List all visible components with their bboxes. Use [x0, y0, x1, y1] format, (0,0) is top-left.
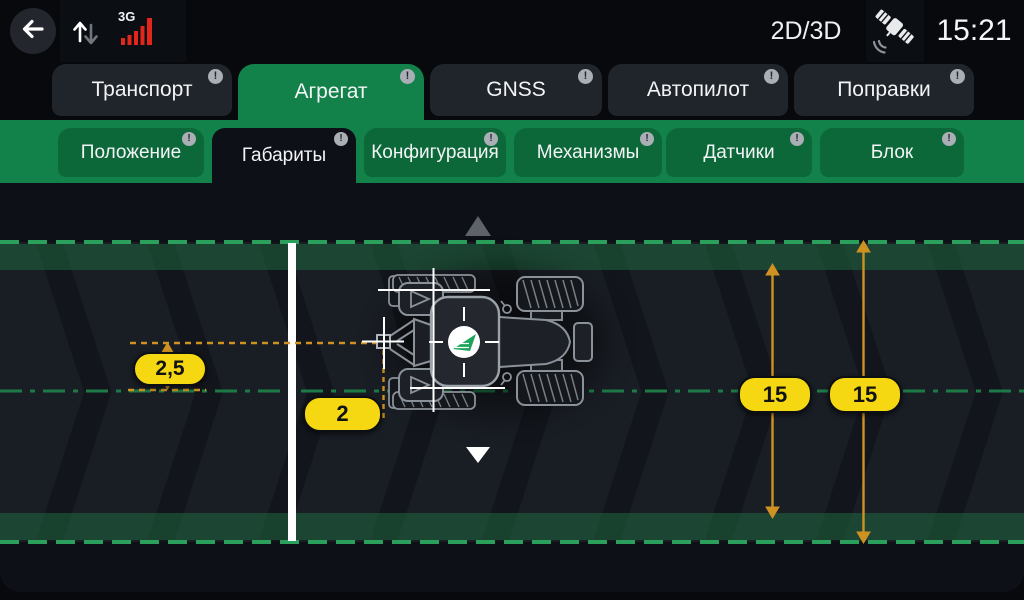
warning-badge-icon: !: [334, 132, 348, 146]
warning-badge-icon: !: [400, 69, 415, 84]
subtab-label: Датчики: [703, 141, 775, 163]
back-arrow-icon: [16, 12, 50, 51]
warning-badge-icon: !: [578, 69, 593, 84]
subtab-position[interactable]: Положение !: [58, 128, 204, 177]
warning-badge-icon: !: [790, 132, 804, 146]
tab-transport[interactable]: Транспорт !: [52, 64, 232, 116]
tab-label: Автопилот: [646, 78, 750, 101]
warning-badge-icon: !: [182, 132, 196, 146]
implement-reference-line: [288, 243, 296, 541]
signal-bars-icon: [121, 18, 155, 50]
warning-badge-icon: !: [640, 132, 654, 146]
subtab-label: Конфигурация: [371, 141, 499, 163]
subtab-dimensions[interactable]: Габариты !: [212, 128, 356, 183]
tab-label: Транспорт: [91, 78, 193, 101]
tab-label: GNSS: [486, 78, 546, 101]
subtab-label: Положение: [80, 141, 182, 163]
warning-badge-icon: !: [208, 69, 223, 84]
main-tab-bar: Транспорт ! Агрегат ! GNSS ! Автопилот !…: [0, 62, 1024, 120]
top-status-bar: 3G 2D/3D: [0, 0, 1024, 62]
back-button[interactable]: [10, 8, 56, 54]
sort-arrows-tile: [60, 0, 110, 62]
warning-badge-icon: !: [484, 132, 498, 146]
tractor-illustration: [362, 268, 605, 413]
arrow-down-control[interactable]: [466, 447, 490, 463]
sort-arrows-icon[interactable]: [70, 16, 100, 51]
swath-width-outer-value[interactable]: 15: [828, 376, 902, 413]
warning-badge-icon: !: [950, 69, 965, 84]
axle-reference-lines: [362, 268, 505, 412]
tab-autopilot[interactable]: Автопилот !: [608, 64, 788, 116]
brand-logo-icon: [453, 334, 476, 351]
clock: 15:21: [936, 14, 1012, 47]
subtab-label: Механизмы: [536, 141, 640, 163]
subtab-sensors[interactable]: Датчики !: [666, 128, 812, 177]
subtab-block[interactable]: Блок !: [820, 128, 964, 177]
arrow-up-control[interactable]: [465, 216, 491, 236]
tab-label: Агрегат: [294, 80, 368, 103]
subtab-label: Блок: [870, 141, 914, 163]
warning-badge-icon: !: [942, 132, 956, 146]
view-mode-toggle[interactable]: 2D/3D: [770, 17, 842, 45]
dimensions-diagram: [0, 216, 1024, 544]
warning-badge-icon: !: [764, 69, 779, 84]
subtab-label: Габариты: [241, 144, 327, 166]
antenna-crosshair: [429, 307, 499, 377]
satellite-icon[interactable]: [872, 8, 918, 59]
swath-width-inner-value[interactable]: 15: [738, 376, 812, 413]
boundary-line-top: [0, 240, 1024, 244]
subtab-mechanisms[interactable]: Механизмы !: [514, 128, 662, 177]
lateral-offset-value[interactable]: 2,5: [133, 352, 207, 386]
network-type-label: 3G: [118, 9, 136, 24]
hitch-offset-value[interactable]: 2: [303, 396, 382, 432]
field-pattern-bottom: [0, 392, 1024, 542]
coverage-band-bottom: [0, 513, 1024, 540]
boundary-line-bottom: [0, 540, 1024, 544]
sub-tab-bar: Положение ! Габариты ! Конфигурация ! Ме…: [0, 120, 1024, 183]
tab-label: Поправки: [837, 78, 931, 101]
tab-implement[interactable]: Агрегат !: [238, 64, 424, 120]
subtab-configuration[interactable]: Конфигурация !: [364, 128, 506, 177]
tab-corrections[interactable]: Поправки !: [794, 64, 974, 116]
tab-gnss[interactable]: GNSS !: [430, 64, 602, 116]
implement-dimensions-view: 2,5 2 15 15: [0, 183, 1024, 592]
coverage-band-top: [0, 244, 1024, 270]
